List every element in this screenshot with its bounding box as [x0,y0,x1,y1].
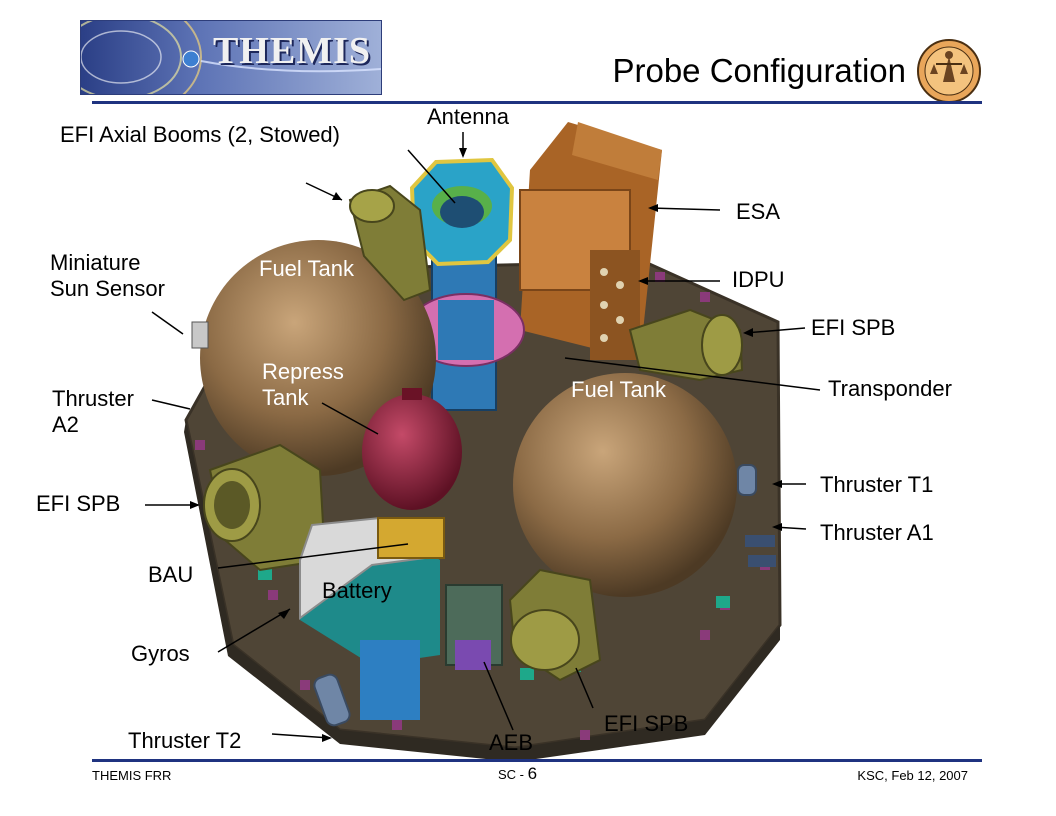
label-esa: ESA [736,199,781,224]
header-rule [92,101,982,104]
label-fuel-tank-right: Fuel Tank [571,377,666,402]
label-efi-spb-upper-right: EFI SPB [811,315,896,340]
label-battery: Battery [322,578,392,603]
thruster-t2-unit [313,673,351,727]
footer-center: SC - 6 [498,764,537,784]
label-efi-axial-booms: EFI Axial Booms (2, Stowed) [60,122,340,147]
antenna-core [440,196,484,228]
idpu-box [590,250,640,360]
themis-seal-icon [917,39,981,103]
thruster-a1-unit [745,535,776,567]
label-efi-spb-left: EFI SPB [36,491,121,516]
magnetosphere-icon [81,21,381,94]
label-thruster-a1: Thruster A1 [820,520,934,545]
label-miniature-sun-sensor: Miniature Sun Sensor [50,250,165,302]
footer-rule [92,759,982,762]
efi-spb-right-unit [628,308,744,382]
efi-spb-left-unit [203,443,327,572]
efi-axial-boom-cap [349,189,395,223]
label-fuel-tank-left: Fuel Tank [259,256,354,281]
logo-word: THEMIS [212,30,371,72]
repress-tank-neck [402,388,422,400]
page-title: Probe Configuration [612,52,906,89]
repress-tank [362,394,462,510]
fuel-tank-right [513,373,737,597]
label-gyros: Gyros [131,641,190,666]
label-thruster-t2: Thruster T2 [128,728,242,753]
themis-logo: THEMIS [80,20,382,95]
bau-box [377,517,445,559]
battery-lower-block [360,640,420,720]
label-idpu: IDPU [732,267,785,292]
label-antenna: Antenna [427,104,509,129]
label-bau: BAU [148,562,194,587]
antenna-tube-mid [438,300,494,360]
label-repress-tank: Repress Tank [262,359,344,411]
label-transponder: Transponder [828,376,952,401]
sun-sensor-unit [191,321,209,349]
label-efi-spb-bottom: EFI SPB [604,711,689,736]
arrowheads [190,148,782,742]
label-thruster-a2: Thruster A2 [52,386,134,438]
footer-left: THEMIS FRR [92,768,172,783]
idpu-connectors [600,268,624,342]
page-number: 6 [527,764,538,783]
esa-top [572,122,662,180]
footer-right: KSC, Feb 12, 2007 [857,768,968,783]
thruster-t1-unit [737,464,757,496]
footer-center-prefix: SC - [498,767,528,782]
label-thruster-t1: Thruster T1 [820,472,934,497]
label-aeb: AEB [489,730,534,755]
efi-spb-bottom-unit [508,568,602,682]
